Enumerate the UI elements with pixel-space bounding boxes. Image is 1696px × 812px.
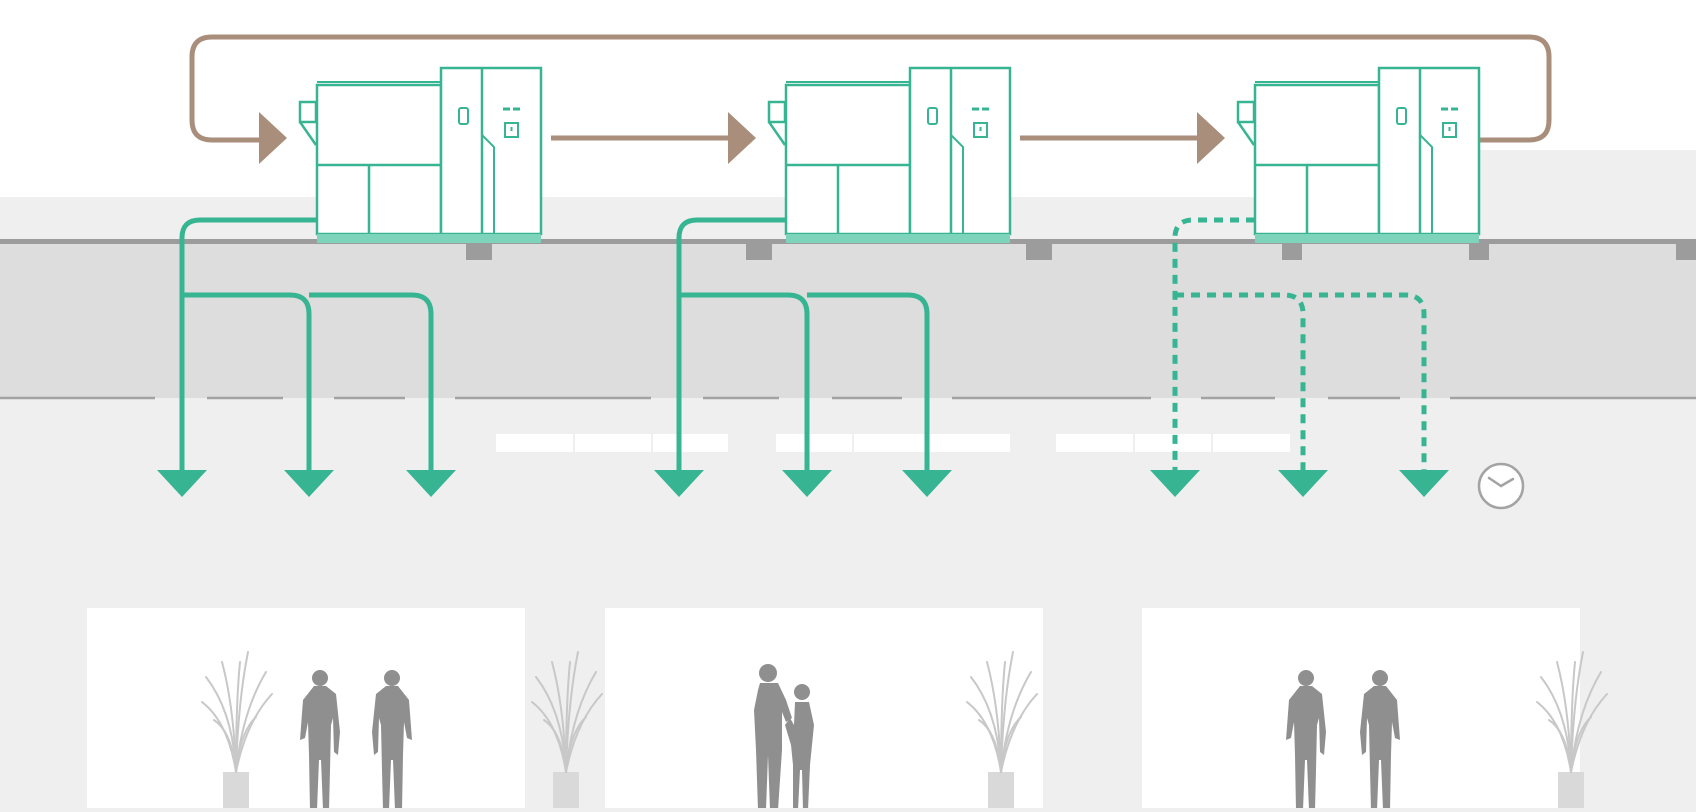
loop-return-line <box>189 34 1552 143</box>
ceiling-band-right <box>1478 150 1696 243</box>
arrow-right-icon <box>1197 112 1225 164</box>
room-3 <box>1142 608 1580 812</box>
unit-2 <box>767 66 1012 245</box>
unit-3 <box>1236 66 1481 245</box>
recirculation-loop <box>189 34 1552 143</box>
room-2 <box>605 608 1043 812</box>
beam-support <box>466 244 492 260</box>
light-fixture <box>776 434 1010 452</box>
beam-support <box>1026 244 1052 260</box>
supply-ducts-unit-2 <box>676 217 930 475</box>
supply-ducts-unit-3 <box>1172 217 1427 475</box>
bottom-edge <box>0 808 1696 812</box>
arrow-right-icon <box>728 112 756 164</box>
arrow-right-icon <box>259 112 287 164</box>
beam-support <box>1676 244 1696 260</box>
light-fixture <box>496 434 728 452</box>
beam-support <box>1469 244 1489 260</box>
supply-ducts-unit-1 <box>179 217 434 475</box>
light-fixtures <box>496 434 1290 452</box>
ceiling-slab <box>0 243 1696 398</box>
beam-support <box>746 244 772 260</box>
clock-icon <box>1477 462 1525 510</box>
loop-arrows <box>259 112 1225 164</box>
beam-support <box>1282 244 1302 260</box>
unit-1 <box>298 66 543 245</box>
beam-supports <box>466 244 1696 260</box>
